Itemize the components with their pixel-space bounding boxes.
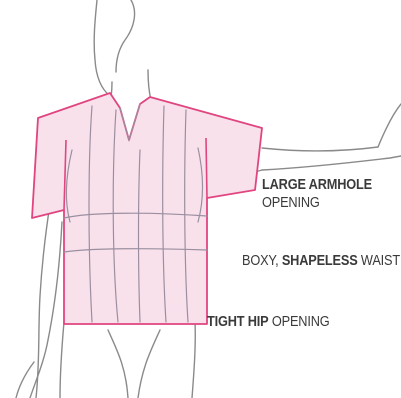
hip-label-bold: TIGHT HIP — [207, 314, 269, 330]
garment-body — [32, 93, 262, 324]
leg-right-inner — [138, 330, 160, 398]
hip-left — [60, 322, 64, 398]
waist-callout: BOXY, SHAPELESS WAIST — [242, 252, 400, 270]
waist-label-bold: SHAPELESS — [282, 253, 358, 269]
sleeve-seam-right — [206, 138, 207, 198]
hair-right — [116, 0, 135, 72]
armhole-label-bold: LARGE ARMHOLE — [262, 177, 372, 193]
leg-left-inner — [108, 330, 128, 398]
armhole-callout: LARGE ARMHOLE OPENING — [262, 176, 372, 212]
waist-label-prefix: BOXY, — [242, 253, 282, 269]
top-garment — [32, 93, 262, 324]
hip-right — [192, 322, 195, 398]
arm-lower — [262, 156, 401, 170]
neck-right — [148, 70, 151, 100]
waist-label-suffix: WAIST — [358, 253, 400, 269]
forearm-top — [378, 104, 401, 147]
hair-left — [94, 0, 110, 96]
hip-callout: TIGHT HIP OPENING — [207, 313, 330, 331]
armhole-label-regular: OPENING — [262, 195, 320, 211]
left-arm-inner — [30, 222, 62, 398]
hip-label-suffix: OPENING — [269, 314, 330, 330]
left-arm-outer — [36, 204, 50, 398]
arm-upper — [262, 147, 378, 151]
